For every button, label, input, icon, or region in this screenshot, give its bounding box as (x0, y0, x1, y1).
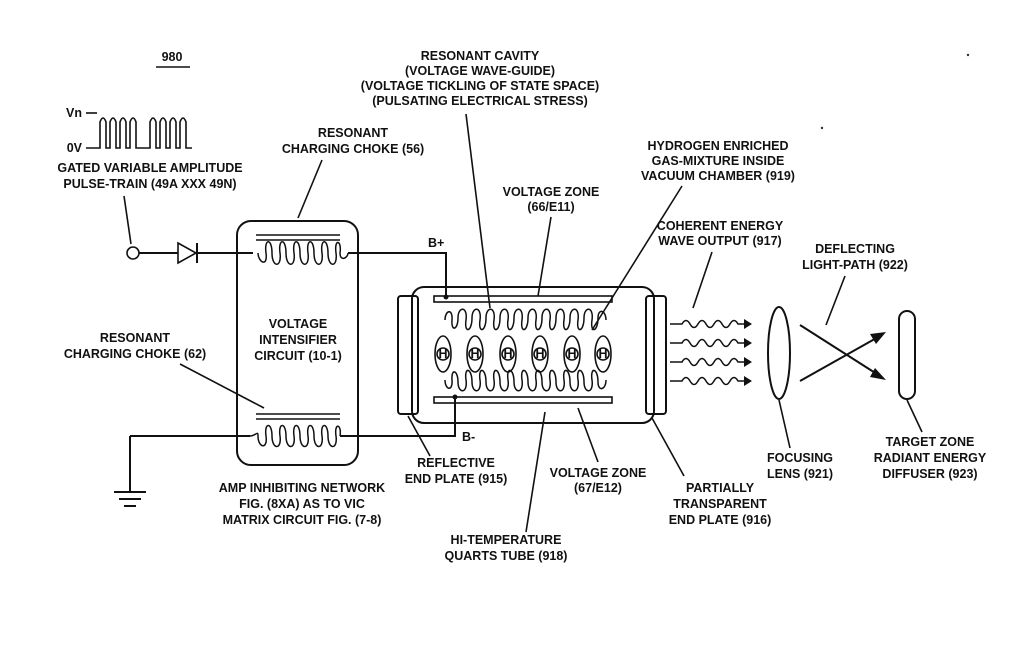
upper-electrode (433, 295, 613, 303)
deflecting-label-1: DEFLECTING (815, 242, 895, 256)
hydrogen-atoms: H H H H H H (434, 335, 612, 373)
voltage-zone-67-label-1: VOLTAGE ZONE (550, 466, 647, 480)
amp-network-label-1: AMP INHIBITING NETWORK (219, 481, 385, 495)
pulse-train-waveform: Vn 0V (66, 106, 192, 155)
hydrogen-label-1: HYDROGEN ENRICHED (648, 139, 789, 153)
vic-label-3: CIRCUIT (10-1) (254, 349, 342, 363)
atom-label: H (535, 347, 544, 361)
voltage-zone-66-label-2: (66/E11) (527, 200, 574, 214)
cavity-label-4: (PULSATING ELECTRICAL STRESS) (372, 94, 588, 108)
voltage-zone-67-label-2: (67/E12) (574, 481, 622, 495)
target-label-2: RADIANT ENERGY (874, 451, 987, 465)
transparent-plate-label-2: TRANSPARENT (673, 497, 767, 511)
choke-62-label-2: CHARGING CHOKE (62) (64, 347, 206, 361)
target-diffuser (898, 310, 916, 400)
input-terminal (126, 246, 140, 260)
amp-network-label-2: FIG. (8XA) AS TO VIC (239, 497, 365, 511)
quartz-tube-label-1: HI-TEMPERATURE (451, 533, 562, 547)
hydrogen-label-2: GAS-MIXTURE INSIDE (652, 154, 785, 168)
focusing-lens (767, 306, 791, 400)
vn-label: Vn (66, 106, 82, 120)
atom-label: H (438, 347, 447, 361)
atom-label: H (598, 347, 607, 361)
b-plus-lead (348, 252, 447, 296)
coherent-energy-waves (670, 319, 752, 386)
lens-label-1: FOCUSING (767, 451, 833, 465)
hydrogen-label-3: VACUUM CHAMBER (919) (641, 169, 795, 183)
transparent-end-plate (645, 295, 667, 415)
atom-label: H (503, 347, 512, 361)
vacuum-chamber-tube: H H H H H H (397, 286, 667, 424)
lens-label-2: LENS (921) (767, 467, 833, 481)
b-minus-lead (340, 398, 456, 437)
atom-label: H (470, 347, 479, 361)
coherent-wave-label-2: WAVE OUTPUT (917) (658, 234, 781, 248)
hydrogen-atom: H (434, 335, 452, 373)
amp-network-label-3: MATRIX CIRCUIT FIG. (7-8) (223, 513, 382, 527)
vic-label-2: INTENSIFIER (259, 333, 337, 347)
voltage-zone-66-label-1: VOLTAGE ZONE (503, 185, 600, 199)
transparent-plate-label-3: END PLATE (916) (669, 513, 772, 527)
reflective-plate-label-2: END PLATE (915) (405, 472, 508, 486)
transparent-plate-label-1: PARTIALLY (686, 481, 755, 495)
reflective-plate-label-1: REFLECTIVE (417, 456, 495, 470)
hydrogen-atom: H (499, 335, 517, 373)
choke-56-coil (256, 234, 349, 265)
zero-volt-label: 0V (67, 141, 83, 155)
coherent-wave-label-1: COHERENT ENERGY (657, 219, 784, 233)
lower-voltage-wave (444, 369, 607, 392)
choke-56-label-2: CHARGING CHOKE (56) (282, 142, 424, 156)
b-minus-label: B- (462, 430, 475, 444)
gated-pulse-label-2: PULSE-TRAIN (49A XXX 49N) (63, 177, 236, 191)
b-plus-label: B+ (428, 236, 444, 250)
choke-62-coil (249, 413, 342, 448)
choke-56-label-1: RESONANT (318, 126, 389, 140)
cavity-label-1: RESONANT CAVITY (421, 49, 540, 63)
vic-label-1: VOLTAGE (269, 317, 328, 331)
choke-62-label-1: RESONANT (100, 331, 171, 345)
deflecting-label-2: LIGHT-PATH (922) (802, 258, 908, 272)
hydrogen-atom: H (563, 335, 581, 373)
quartz-tube-label-2: QUARTS TUBE (918) (445, 549, 568, 563)
cavity-label-3: (VOLTAGE TICKLING OF STATE SPACE) (361, 79, 599, 93)
pulse-leader-line (123, 195, 132, 245)
atom-label: H (567, 347, 576, 361)
upper-voltage-wave (444, 308, 607, 331)
figure-number: 980 (156, 50, 190, 68)
vic-enclosure (236, 220, 359, 466)
target-label-1: TARGET ZONE (886, 435, 975, 449)
target-label-3: DIFFUSER (923) (882, 467, 977, 481)
lower-electrode (433, 396, 613, 404)
ground-symbol (114, 435, 250, 507)
figure-number-text: 980 (162, 50, 183, 64)
hydrogen-atom: H (466, 335, 484, 373)
hydrogen-atom: H (531, 335, 549, 373)
reflective-end-plate (397, 295, 419, 415)
diode-symbol (177, 241, 198, 265)
gated-pulse-label-1: GATED VARIABLE AMPLITUDE (57, 161, 242, 175)
hydrogen-atom: H (594, 335, 612, 373)
quartz-tube (411, 286, 655, 424)
deflecting-light-path (799, 324, 886, 382)
cavity-label-2: (VOLTAGE WAVE-GUIDE) (405, 64, 555, 78)
